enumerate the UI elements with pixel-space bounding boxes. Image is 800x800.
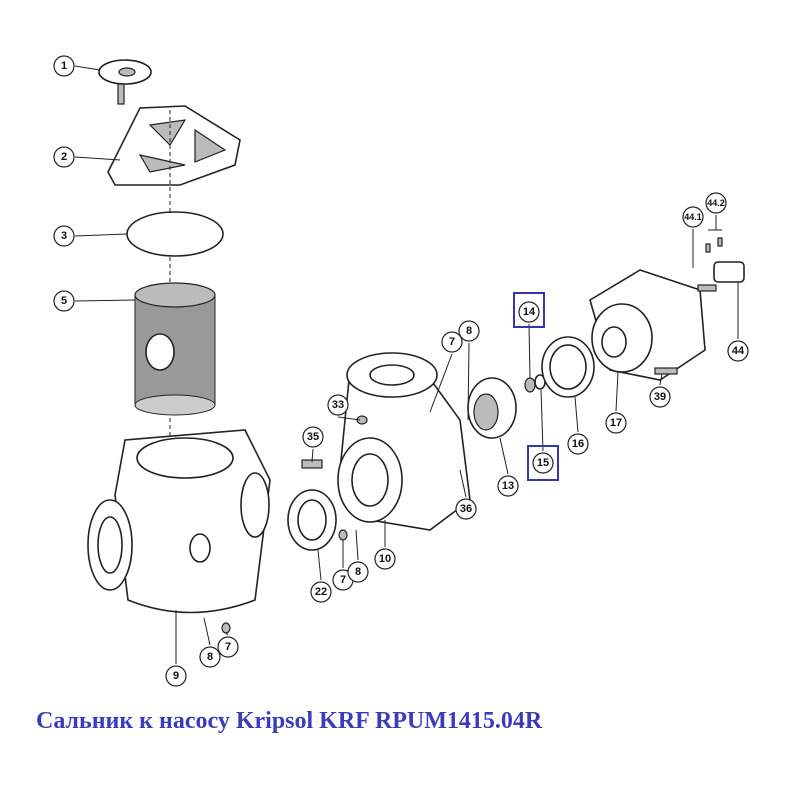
callout-33: 33 — [327, 394, 349, 416]
svg-text:7: 7 — [225, 641, 231, 653]
callout-5: 5 — [53, 290, 75, 312]
part-motor-bracket — [589, 269, 706, 381]
svg-text:8: 8 — [466, 325, 472, 337]
part-plug-7 — [338, 529, 348, 541]
callout-2: 2 — [53, 146, 75, 168]
part-basket — [134, 282, 216, 416]
svg-text:44.1: 44.1 — [684, 212, 702, 222]
svg-text:9: 9 — [173, 670, 179, 682]
highlight-box-15 — [527, 445, 559, 481]
part-coupling — [697, 237, 745, 292]
callout-44-1: 44.1 — [682, 206, 704, 228]
svg-text:7: 7 — [449, 336, 455, 348]
part-lid — [107, 105, 241, 186]
callout-39: 39 — [649, 386, 671, 408]
part-bolt — [654, 367, 678, 375]
callout-8b: 8 — [347, 561, 369, 583]
svg-text:36: 36 — [460, 503, 472, 515]
part-knob — [98, 59, 152, 105]
callout-44-2: 44.2 — [705, 192, 727, 214]
svg-text:2: 2 — [61, 151, 67, 163]
callout-7: 7 — [441, 331, 463, 353]
callout-44: 44 — [727, 340, 749, 362]
svg-text:33: 33 — [332, 399, 344, 411]
callout-35: 35 — [302, 426, 324, 448]
highlight-box-14 — [513, 292, 545, 328]
callout-15: 15 — [532, 452, 554, 474]
callout-36: 36 — [455, 498, 477, 520]
svg-text:8: 8 — [207, 651, 213, 663]
svg-text:14: 14 — [523, 306, 536, 318]
part-ring-gasket — [541, 336, 595, 398]
svg-text:35: 35 — [307, 431, 319, 443]
part-o-ring — [126, 211, 224, 257]
svg-text:44: 44 — [732, 345, 745, 357]
callout-3: 3 — [53, 225, 75, 247]
svg-text:22: 22 — [315, 586, 327, 598]
part-pump-housing — [337, 352, 471, 531]
part-gasket — [287, 489, 337, 551]
svg-text:10: 10 — [379, 553, 391, 565]
callout-1: 1 — [53, 55, 75, 77]
svg-text:5: 5 — [61, 295, 67, 307]
svg-text:44.2: 44.2 — [707, 198, 725, 208]
part-impeller — [467, 377, 517, 439]
callout-8c: 8 — [199, 646, 221, 668]
svg-text:39: 39 — [654, 391, 666, 403]
callout-8: 8 — [458, 320, 480, 342]
part-plug-7b — [221, 622, 231, 634]
svg-text:3: 3 — [61, 230, 67, 242]
product-title: Сальник к насосу Kripsol KRF RPUM1415.04… — [36, 708, 543, 734]
svg-text:7: 7 — [340, 574, 346, 586]
callout-16: 16 — [567, 433, 589, 455]
svg-text:8: 8 — [355, 566, 361, 578]
callout-7c: 7 — [217, 636, 239, 658]
svg-text:17: 17 — [610, 417, 622, 429]
callout-17: 17 — [605, 412, 627, 434]
callout-14: 14 — [518, 301, 540, 323]
callout-10: 10 — [374, 548, 396, 570]
part-strainer-body — [87, 429, 271, 614]
callout-22: 22 — [310, 581, 332, 603]
svg-text:16: 16 — [572, 438, 584, 450]
part-seal — [524, 374, 546, 393]
svg-text:13: 13 — [502, 480, 514, 492]
callout-9: 9 — [165, 665, 187, 687]
svg-text:1: 1 — [61, 60, 67, 72]
svg-text:15: 15 — [537, 457, 549, 469]
callout-13: 13 — [497, 475, 519, 497]
leader-lines — [74, 65, 739, 664]
